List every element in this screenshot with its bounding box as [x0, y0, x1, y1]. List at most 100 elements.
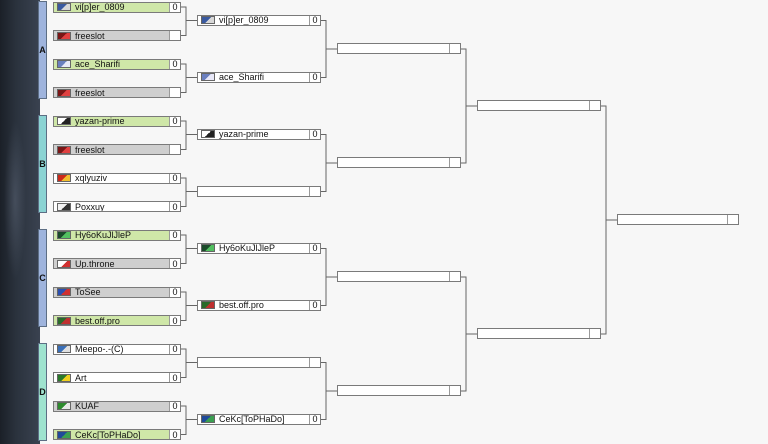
flag-icon-flag-b	[57, 60, 71, 68]
background-panel	[0, 0, 40, 444]
flag-icon-flag-a	[57, 3, 71, 11]
player-score: 0	[169, 202, 180, 211]
bracket-slot[interactable]: KUAF 0	[53, 400, 181, 412]
bracket-slot[interactable]: CeKc[ToPHaDo]0	[53, 429, 181, 440]
player-score: 0	[169, 316, 180, 325]
bracket-slot[interactable]: best.off.pro 0	[197, 299, 321, 311]
player-name: freeslot	[75, 144, 105, 155]
player-score: 0	[169, 430, 180, 439]
bracket-slot[interactable]	[337, 271, 461, 283]
connector-line	[601, 105, 617, 335]
player-score: 0	[309, 300, 320, 310]
bracket-slot[interactable]	[477, 100, 601, 112]
bracket-slot[interactable]: freeslot	[53, 144, 181, 155]
connector-line	[181, 6, 197, 36]
flag-icon-flag-e	[57, 202, 71, 211]
bracket-slot[interactable]: freeslot	[53, 87, 181, 98]
player-score: 0	[169, 173, 180, 183]
connector-line	[181, 120, 197, 150]
bracket-slot[interactable]: freeslot	[53, 30, 181, 41]
flag-icon-flag-h	[57, 288, 71, 296]
bracket-slot[interactable]	[197, 185, 321, 197]
group-label-a: A	[38, 0, 47, 99]
bracket-slot[interactable]	[197, 356, 321, 368]
player-score: 0	[169, 59, 180, 69]
connector-line	[181, 63, 197, 93]
player-score	[589, 101, 600, 111]
player-name: xqlyuziv	[75, 173, 108, 183]
bracket-slot[interactable]: ace_Sharifi 0	[53, 58, 181, 70]
flag-icon-flag-m	[57, 430, 71, 439]
player-score	[449, 44, 460, 54]
player-name: freeslot	[75, 87, 105, 98]
bracket-slot[interactable]	[337, 43, 461, 55]
flag-icon-flag-c	[57, 117, 71, 125]
player-score	[727, 215, 738, 225]
flag-icon-flag-d	[57, 174, 71, 182]
player-name: Hy6oKuJlJleP	[219, 243, 276, 254]
bracket-slot[interactable]	[477, 328, 601, 340]
player-name: best.off.pro	[75, 315, 120, 326]
bracket-slot[interactable]: Poxxuy 0	[53, 201, 181, 212]
group-label-b: B	[38, 114, 47, 213]
flag-icon-freeslot	[57, 88, 71, 97]
flag-icon-flag-i	[201, 301, 215, 310]
connector-line	[181, 234, 197, 264]
player-score	[449, 272, 460, 282]
connector-line	[181, 291, 197, 321]
player-score	[449, 158, 460, 168]
flag-icon-flag-a	[201, 16, 215, 25]
connector-line	[181, 348, 197, 378]
player-score: 0	[169, 373, 180, 382]
bracket-slot[interactable]	[617, 214, 739, 226]
player-name: Up.throne	[75, 258, 115, 269]
player-score: 0	[169, 116, 180, 126]
player-score: 0	[309, 414, 320, 424]
flag-icon-flag-c	[201, 130, 215, 139]
player-name: yazan-prime	[75, 116, 125, 126]
bracket-slot[interactable]: CeKc[ToPHaDo] 0	[197, 413, 321, 425]
player-score	[309, 186, 320, 196]
connector-line	[321, 247, 337, 306]
player-score	[169, 31, 180, 40]
connector-line	[181, 405, 197, 435]
bracket-slot[interactable]: Meepo-.-(C)0	[53, 343, 181, 355]
player-name: CeKc[ToPHaDo]	[219, 414, 285, 425]
player-name: ace_Sharifi	[75, 59, 121, 69]
player-score	[449, 386, 460, 396]
player-score: 0	[169, 287, 180, 297]
bracket-slot[interactable]	[337, 157, 461, 169]
player-score: 0	[169, 344, 180, 354]
bracket-slot[interactable]: vi[p]er_0809 0	[197, 14, 321, 26]
player-name: vi[p]er_0809	[219, 15, 269, 26]
player-name: KUAF	[75, 401, 100, 411]
connector-line	[321, 133, 337, 192]
player-name: freeslot	[75, 30, 105, 41]
player-score: 0	[169, 401, 180, 411]
bracket-slot[interactable]	[337, 385, 461, 397]
flag-icon-flag-j	[57, 345, 71, 353]
player-score: 0	[309, 15, 320, 25]
flag-icon-freeslot	[57, 31, 71, 40]
player-score	[169, 88, 180, 97]
player-score: 0	[169, 230, 180, 240]
connector-line	[181, 177, 197, 207]
bracket-slot[interactable]: xqlyuziv 0	[53, 172, 181, 184]
flag-icon-freeslot	[57, 145, 71, 154]
player-name: best.off.pro	[219, 300, 264, 311]
player-name: vi[p]er_0809	[75, 2, 125, 12]
bracket-slot[interactable]: yazan-prime 0	[53, 115, 181, 127]
bracket-slot[interactable]: best.off.pro 0	[53, 315, 181, 326]
player-score: 0	[309, 129, 320, 139]
player-name: Poxxuy	[75, 201, 105, 212]
